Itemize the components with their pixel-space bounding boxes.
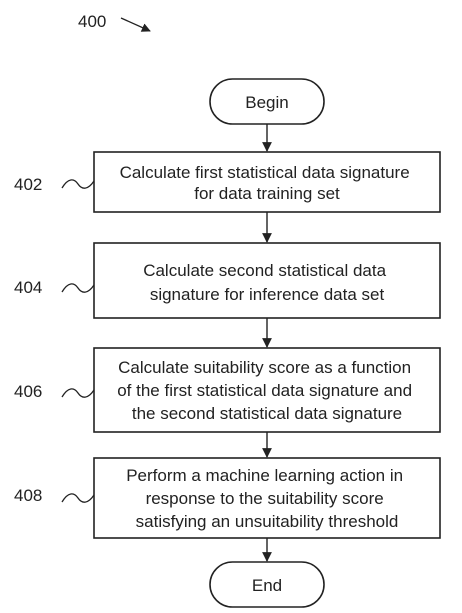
step-402-box [93,151,441,213]
end-label: End [252,576,282,595]
step-408-ref: 408 [14,486,42,505]
figure-pointer-arrow [120,17,151,32]
step-404-box [93,242,441,319]
step-404-ref: 404 [14,278,42,297]
step-406-text: Calculate suitability score as a functio… [117,358,417,423]
step-402-leader [61,179,95,189]
figure-number-label: 400 [78,12,106,31]
step-402-text: Calculate first statistical data signatu… [120,163,415,203]
step-408-line-1: Perform a machine learning action in [126,466,403,485]
step-406-line-3: the second statistical data signature [132,404,402,423]
step-404-line-2: signature for inference data set [150,285,385,304]
step-408-leader [61,493,95,503]
step-408-line-3: satisfying an unsuitability threshold [136,512,399,531]
step-406-ref: 406 [14,382,42,401]
step-404-text: Calculate second statistical data signat… [143,261,391,304]
step-402-ref: 402 [14,175,42,194]
begin-label: Begin [245,93,288,112]
step-408-box [93,457,441,539]
step-406-line-2: of the first statistical data signature … [117,381,412,400]
step-408-line-2: response to the suitability score [146,489,384,508]
step-402-line-2: for data training set [194,184,340,203]
end-terminal [209,561,325,608]
step-404-leader [61,283,95,293]
step-408-text: Perform a machine learning action in res… [126,466,408,531]
step-404-line-1: Calculate second statistical data [143,261,386,280]
step-402-line-1: Calculate first statistical data signatu… [120,163,410,182]
step-406-leader [61,388,95,398]
step-406-line-1: Calculate suitability score as a functio… [118,358,411,377]
